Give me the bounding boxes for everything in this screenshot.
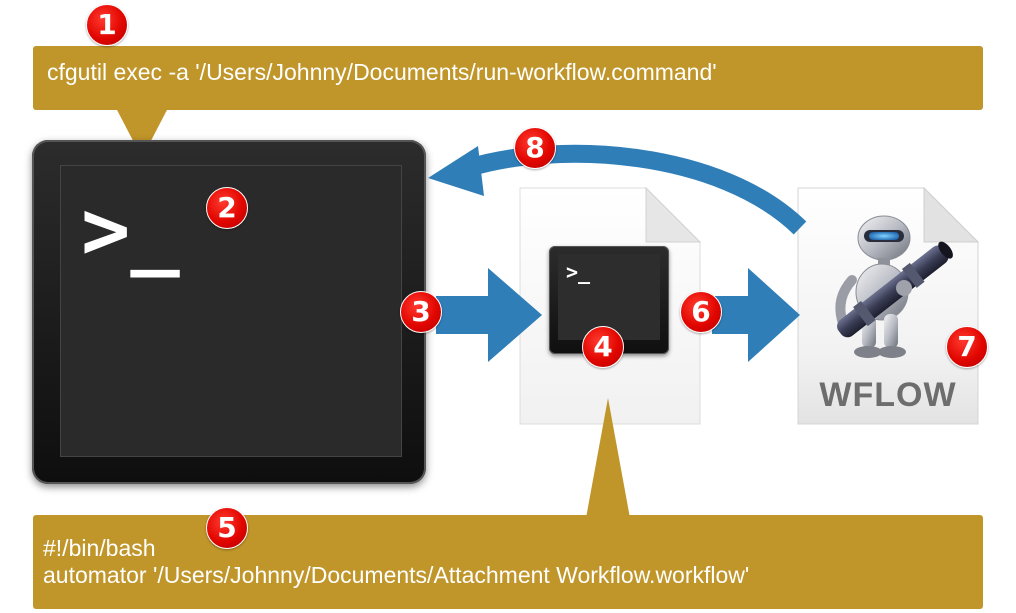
terminal-prompt: >_ (81, 183, 180, 278)
step-badge-2: 2 (206, 187, 248, 229)
step-badge-3: 3 (400, 291, 442, 333)
command-callout: cfgutil exec -a '/Users/Johnny/Documents… (33, 46, 983, 110)
arrow-workflow-to-terminal-head (428, 146, 484, 196)
command-file-prompt: >_ (566, 260, 591, 284)
script-callout: #!/bin/bash automator '/Users/Johnny/Doc… (33, 515, 983, 609)
step-badge-8: 8 (514, 127, 556, 169)
step-badge-1: 1 (86, 4, 128, 46)
shebang-line: #!/bin/bash (43, 535, 156, 561)
arrow-command-to-workflow (712, 268, 800, 362)
step-badge-5: 5 (206, 507, 248, 549)
automator-command-line: automator '/Users/Johnny/Documents/Attac… (43, 562, 750, 588)
workflow-file-label: WFLOW (819, 376, 957, 414)
command-file-screen: >_ (558, 254, 660, 340)
automator-robot-icon (835, 215, 953, 358)
cfgutil-command-text: cfgutil exec -a '/Users/Johnny/Documents… (47, 59, 717, 85)
step-badge-6: 6 (680, 291, 722, 333)
step-badge-7: 7 (946, 326, 988, 368)
step-badge-4: 4 (582, 326, 624, 368)
